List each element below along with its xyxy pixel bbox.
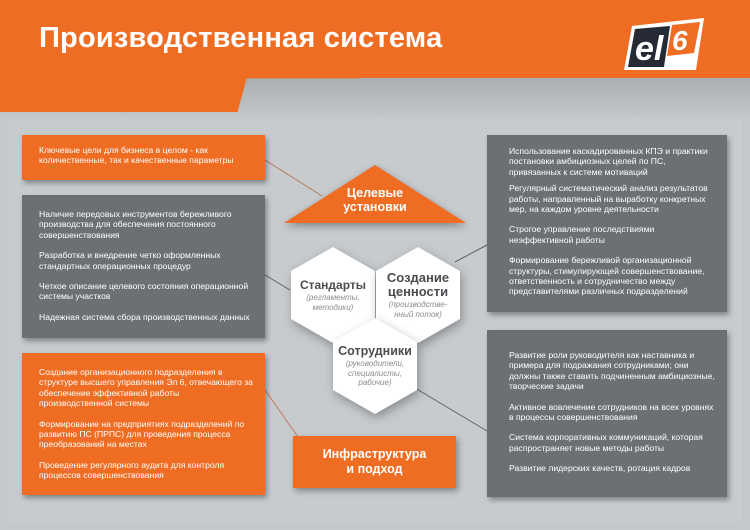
value-item: Использование каскадированных КПЭ и прак… (509, 146, 708, 177)
employees-item: Развитие роли руководителя как наставник… (509, 350, 715, 392)
hexagon-subtitle: нный поток) (394, 309, 442, 319)
hexagon-subtitle: рабочие) (358, 378, 392, 388)
goals-triangle-label: Целевые установки (343, 186, 407, 214)
goals-triangle (284, 165, 466, 223)
standards-item: Наличие передовых инструментов бережливо… (39, 209, 232, 240)
value-item: Строгое управление последствиями неэффек… (509, 224, 655, 245)
hexagon-title: Сотрудники (338, 344, 412, 359)
value-item: Регулярный систематический анализ резуль… (509, 183, 708, 215)
infrastructure-label-box: Инфраструктура и подход (293, 436, 456, 488)
standards-item: Разработка и внедрение четко оформленных… (39, 250, 221, 271)
standards-item: Надежная система сбора производственных … (39, 311, 250, 322)
infrastructure-item: Создание организационного подразделения … (39, 367, 253, 409)
value-creation-info-box: Использование каскадированных КПЭ и прак… (487, 135, 727, 312)
employees-hexagon: Сотрудники (руководители, специалисты, р… (333, 318, 417, 414)
hexagon-subtitle: (руководители, (345, 359, 405, 369)
hexagon-subtitle: (производстве- (388, 300, 448, 309)
standards-item: Четкое описание целевого состояния опера… (39, 281, 249, 302)
hexagon-subtitle: (регламенты, (306, 293, 360, 302)
hexagon-title: ценности (387, 284, 449, 299)
hexagon-title: Стандарты (299, 278, 367, 292)
hexagon-subtitle: методики) (312, 302, 354, 312)
goals-text: Ключевые цели для бизнеса в целом - как … (39, 145, 234, 166)
hexagon-title: Создание (386, 270, 450, 285)
hexagon-subtitle: специалисты, (348, 368, 402, 378)
value-item: Формирование бережливой организационной … (509, 255, 705, 297)
infrastructure-item: Формирование на предприятиях подразделен… (39, 418, 245, 450)
svg-text:el: el (635, 30, 665, 68)
el6-logo-icon: el 6 (624, 18, 704, 70)
page-title: Производственная система (39, 22, 443, 54)
employees-item: Развитие лидерских качеств, ротация кадр… (509, 463, 691, 474)
employees-item: Система корпоративных коммуникаций, кото… (509, 432, 703, 453)
standards-info-box: Наличие передовых инструментов бережливо… (22, 195, 265, 338)
goals-info-box: Ключевые цели для бизнеса в целом - как … (22, 135, 265, 180)
employees-item: Активное вовлечение сотрудников на всех … (509, 401, 714, 423)
svg-text:6: 6 (672, 25, 688, 56)
infrastructure-info-box: Создание организационного подразделения … (22, 353, 265, 495)
employees-info-box: Развитие роли руководителя как наставник… (487, 330, 727, 497)
infrastructure-item: Проведение регулярного аудита для контро… (39, 459, 225, 481)
